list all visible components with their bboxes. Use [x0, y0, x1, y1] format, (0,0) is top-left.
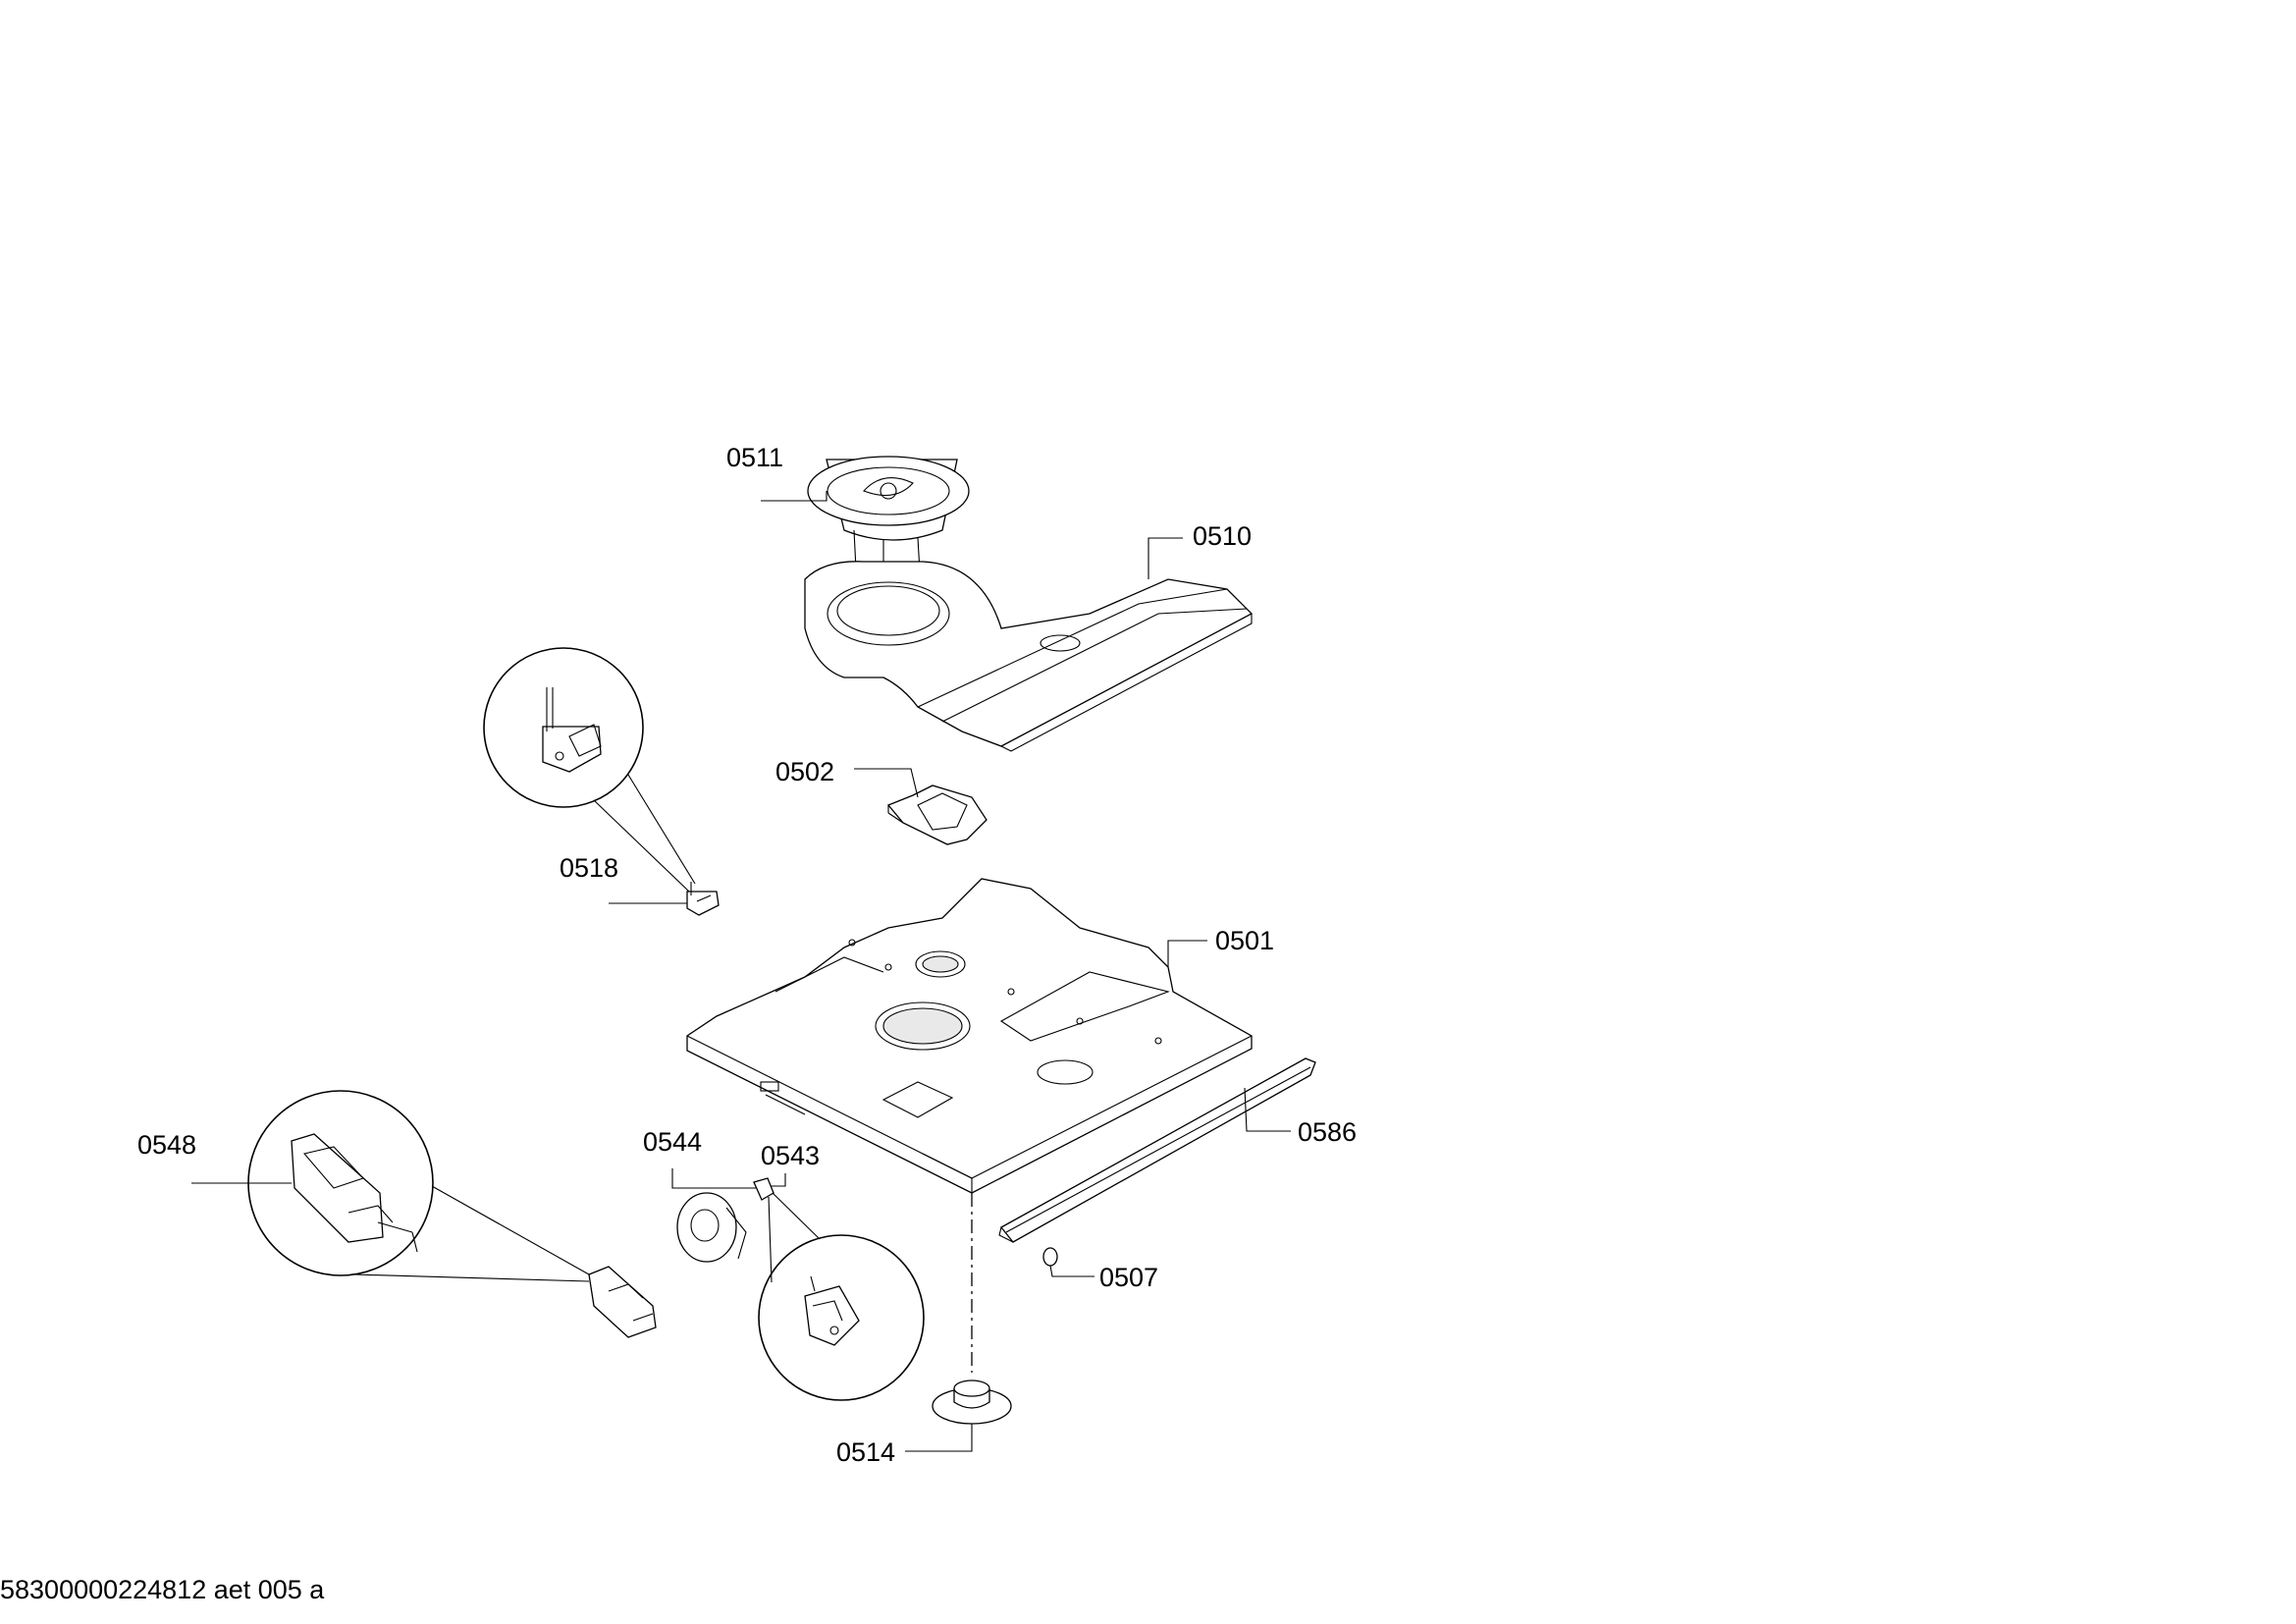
part-0586-rail[interactable] — [998, 1057, 1316, 1243]
label-0514: 0514 — [836, 1437, 895, 1467]
part-0501-base-plate[interactable] — [686, 878, 1253, 1194]
label-0510: 0510 — [1193, 521, 1252, 551]
leader-lines — [191, 491, 1291, 1452]
label-0511: 0511 — [726, 443, 783, 472]
detail-circle-0548 — [247, 1090, 590, 1282]
label-0586: 0586 — [1298, 1117, 1357, 1147]
part-0510-air-duct[interactable] — [804, 561, 1254, 752]
label-0501: 0501 — [1215, 926, 1274, 955]
detail-circle-0518 — [483, 647, 696, 893]
part-0514-foot[interactable] — [932, 1380, 1012, 1425]
label-0518: 0518 — [560, 853, 618, 883]
part-0518-bracket[interactable] — [686, 882, 720, 916]
part-0548-switch[interactable] — [588, 1266, 657, 1338]
label-0502: 0502 — [775, 757, 834, 786]
label-0507: 0507 — [1099, 1263, 1158, 1292]
detail-circle-0543 — [758, 1192, 925, 1401]
label-0543: 0543 — [761, 1141, 820, 1170]
part-0507-clip[interactable] — [1042, 1247, 1058, 1267]
label-0548: 0548 — [137, 1130, 196, 1160]
part-0511-fan-wheel[interactable] — [807, 456, 970, 576]
part-0544-motor[interactable] — [676, 1192, 747, 1263]
part-0543-sensor[interactable] — [753, 1177, 774, 1201]
drawing-id-footer: 58300000224812 aet 005 a — [0, 1575, 325, 1604]
part-0502-bracket[interactable] — [886, 785, 988, 845]
label-0544: 0544 — [643, 1127, 702, 1157]
